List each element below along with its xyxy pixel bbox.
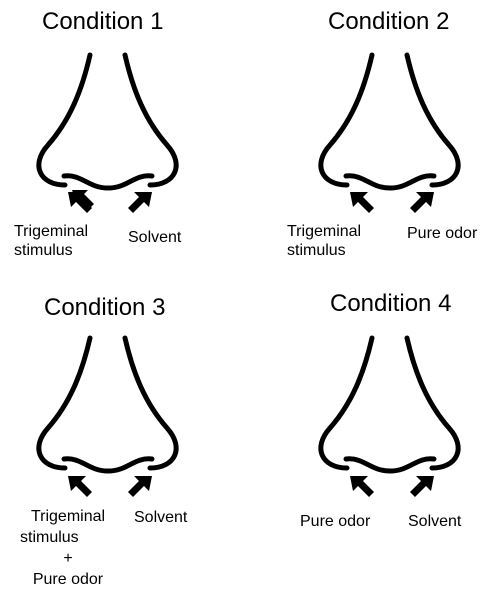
condition-3-left-label-line1: Trigeminal (18, 506, 118, 527)
condition-4-left-label: Pure odor (300, 512, 370, 531)
condition-3-left-label-plus: + (18, 548, 118, 569)
condition-3-panel: Condition 3 Trigeminal stimulus + Pure o… (0, 286, 245, 576)
condition-1-right-label: Solvent (128, 228, 181, 247)
arrow-up-right-icon (0, 286, 245, 526)
condition-3-left-label: Trigeminal stimulus + Pure odor (18, 506, 118, 590)
condition-2-panel: Condition 2 Trigeminal stimulus Pure odo… (280, 0, 490, 290)
condition-3-left-label-line2: stimulus (18, 527, 118, 548)
condition-1-left-label: Trigeminal stimulus (14, 222, 88, 260)
condition-2-left-label-line2: stimulus (287, 241, 361, 260)
arrow-up-right-icon (280, 286, 490, 526)
condition-2-left-label-line1: Trigeminal (287, 222, 361, 241)
condition-1-left-label-line1: Trigeminal (14, 222, 88, 241)
arrow-up-right-icon (0, 0, 245, 240)
condition-2-right-label: Pure odor (407, 224, 477, 243)
condition-2-left-label: Trigeminal stimulus (287, 222, 361, 260)
condition-1-left-label-line2: stimulus (14, 241, 88, 260)
condition-3-right-label: Solvent (134, 508, 187, 527)
condition-4-right-label: Solvent (408, 512, 461, 531)
condition-3-left-label-line3: Pure odor (18, 569, 118, 590)
condition-1-panel: Condition 1 Trigeminal stimulus Solvent (0, 0, 245, 290)
condition-4-panel: Condition 4 Pure odor Solvent (280, 286, 490, 576)
arrow-up-right-icon (280, 0, 490, 240)
